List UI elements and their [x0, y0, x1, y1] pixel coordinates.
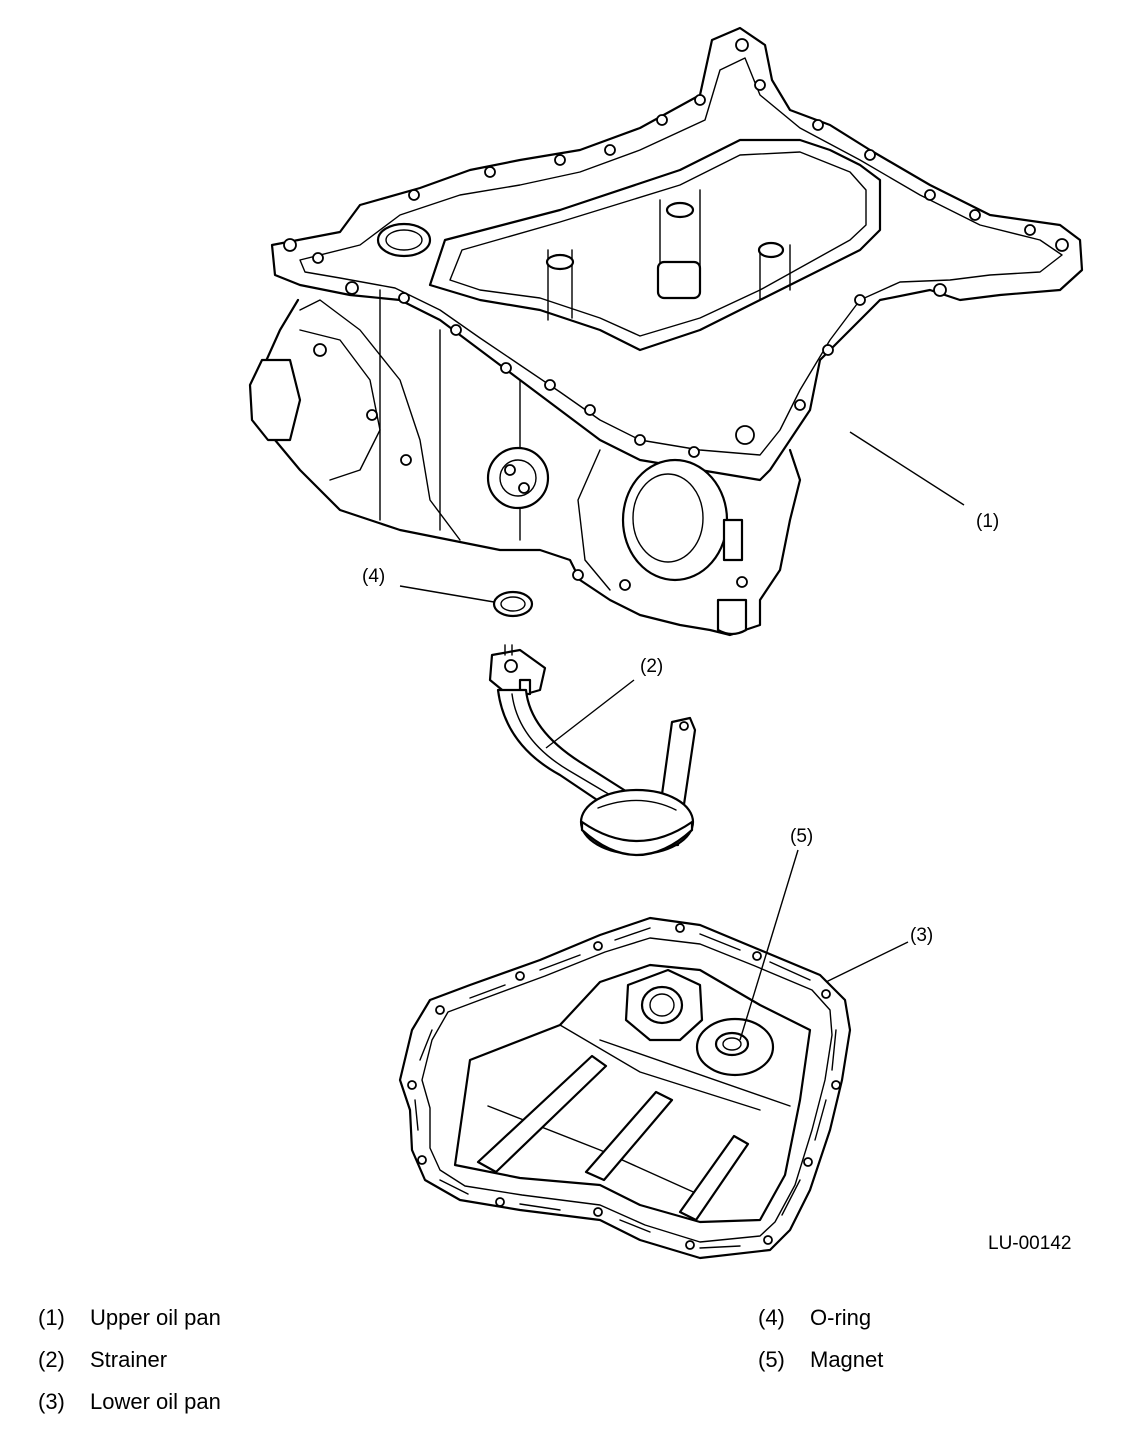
- legend-text: Magnet: [810, 1347, 883, 1372]
- leader-line-2: [545, 679, 635, 749]
- legend-number: (1): [38, 1305, 65, 1330]
- strainer-drawing: [488, 644, 697, 857]
- legend-text: Strainer: [90, 1347, 167, 1372]
- leader-line-1: [849, 431, 965, 506]
- legend-number: (4): [758, 1305, 785, 1330]
- callout-labels: (1) (2) (3) (4) (5): [362, 511, 999, 946]
- legend-number: (5): [758, 1347, 785, 1372]
- callout-2: (2): [640, 656, 663, 677]
- callout-4: (4): [362, 566, 385, 587]
- lower-pan-bolt-holes: [407, 923, 841, 1250]
- lower-oil-pan-drawing: [398, 916, 852, 1260]
- legend-number: (3): [38, 1389, 65, 1414]
- callout-1: (1): [976, 511, 999, 532]
- upper-pan-bolt-holes: [283, 38, 1069, 591]
- leader-lines: [399, 431, 965, 1041]
- leader-line-4: [399, 585, 495, 603]
- upper-oil-pan-drawing: [248, 26, 1084, 637]
- legend: (1) Upper oil pan (2) Strainer (3) Lower…: [38, 1305, 883, 1414]
- callout-5: (5): [790, 826, 813, 847]
- legend-item-lower-oil-pan: (3) Lower oil pan: [38, 1389, 221, 1414]
- figure-code: LU-00142: [988, 1233, 1071, 1254]
- callout-3: (3): [910, 925, 933, 946]
- legend-item-upper-oil-pan: (1) Upper oil pan: [38, 1305, 221, 1330]
- leader-line-3: [825, 941, 909, 983]
- legend-text: Upper oil pan: [90, 1305, 221, 1330]
- legend-item-o-ring: (4) O-ring: [758, 1305, 871, 1330]
- leader-line-5: [739, 849, 799, 1041]
- legend-number: (2): [38, 1347, 65, 1372]
- legend-item-magnet: (5) Magnet: [758, 1347, 883, 1372]
- legend-item-strainer: (2) Strainer: [38, 1347, 167, 1372]
- lower-pan-flange-slots: [414, 927, 837, 1249]
- legend-text: O-ring: [810, 1305, 871, 1330]
- legend-text: Lower oil pan: [90, 1389, 221, 1414]
- o-ring-drawing: [492, 590, 534, 618]
